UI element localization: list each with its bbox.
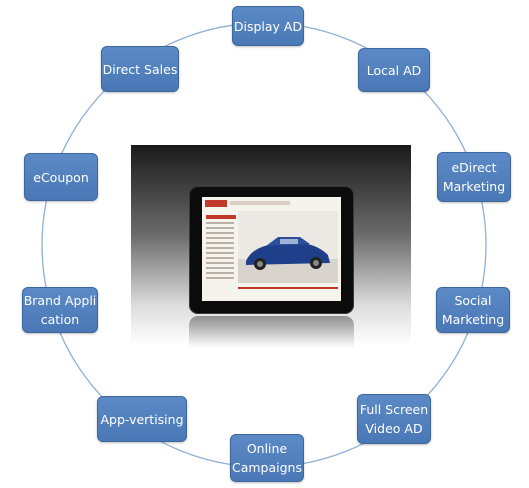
node-brand-application: Brand Appli cation <box>22 287 98 333</box>
node-display-ad: Display AD <box>232 6 304 46</box>
node-app-vertising: App-vertising <box>97 396 187 442</box>
tablet-screen <box>202 197 341 301</box>
node-full-screen-video-ad: Full Screen Video AD <box>357 394 431 444</box>
magazine-page-graphic <box>202 197 341 301</box>
node-social-marketing: Social Marketing <box>436 287 510 333</box>
tablet-reflection <box>189 316 354 348</box>
node-local-ad: Local AD <box>358 48 430 92</box>
node-direct-sales: Direct Sales <box>101 46 179 92</box>
node-edirect-marketing: eDirect Marketing <box>437 152 511 202</box>
node-online-campaigns: Online Campaigns <box>230 434 304 482</box>
node-ecoupon: eCoupon <box>24 153 98 201</box>
